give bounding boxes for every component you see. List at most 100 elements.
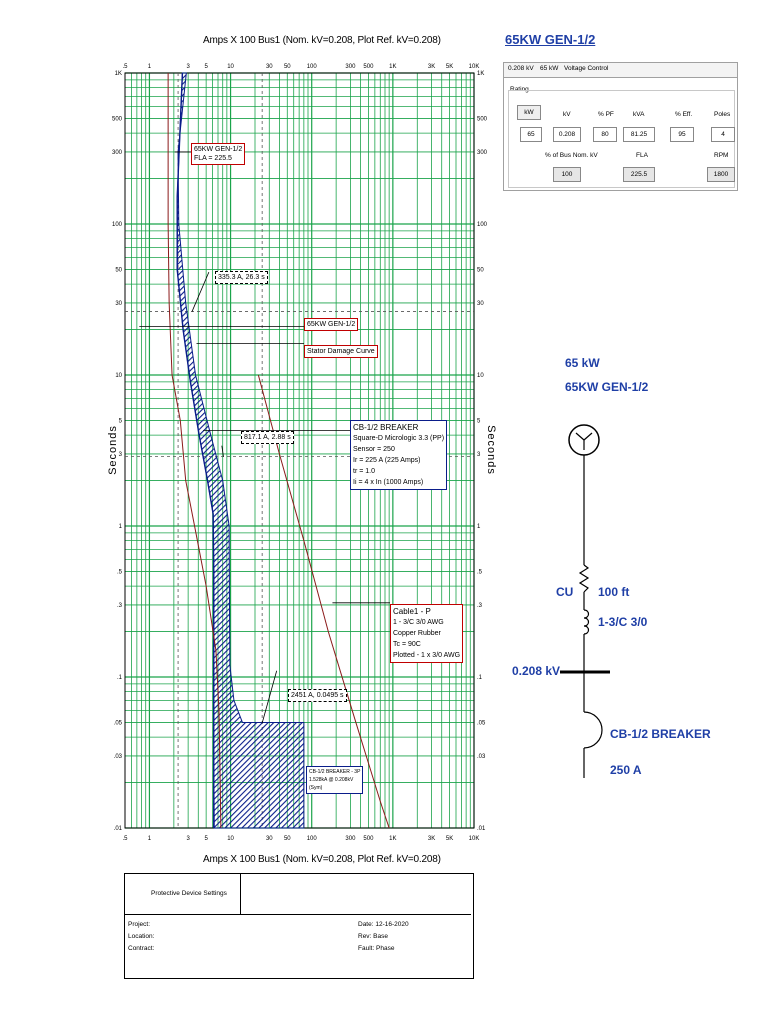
y-tick-label-left: 10 [115, 373, 122, 379]
generator-panel-title: 65KW GEN-1/2 [505, 32, 596, 47]
label-breaker-line6: Ii = 4 x In (1000 Amps) [353, 479, 424, 486]
label-breaker-line2: Square-D Micrologic 3.3 (PP) [353, 435, 445, 442]
x-tick-label-bottom: 30 [266, 836, 273, 842]
field-kva[interactable]: 81.25 [623, 127, 655, 142]
label-gen-fla-line1: 65KW GEN-1/2 [194, 146, 243, 153]
field-kv[interactable]: 0.208 [553, 127, 581, 142]
breaker-arc-icon [583, 711, 603, 749]
field-kw[interactable]: 65 [520, 127, 542, 142]
sld-cable-size: 1-3/C 3/0 [598, 615, 648, 629]
header-kv: kV [563, 111, 571, 118]
tab-voltage-control[interactable]: Voltage Control [564, 65, 609, 72]
x-tick-label-bottom: 1 [148, 836, 152, 842]
sub-header-rpm: RPM [714, 152, 729, 159]
x-tick-label-top: 5K [446, 64, 453, 70]
x-tick-label-top: 3 [186, 64, 190, 70]
field-fla: 225.5 [623, 167, 655, 182]
y-tick-label-left: 3 [119, 452, 123, 458]
y-tick-label-right: 1 [477, 524, 481, 530]
generator-symbol [568, 424, 600, 456]
x-tick-label-top: 30 [266, 64, 273, 70]
y-tick-label-left: 1 [119, 524, 123, 530]
y-tick-label-left: .3 [117, 603, 123, 609]
x-tick-label-top: 3K [428, 64, 435, 70]
x-tick-label-top: 5 [204, 64, 208, 70]
x-tick-label-top: 50 [284, 64, 291, 70]
label-breaker-3p: CB-1/2 BREAKER - 3P 1.528kA @ 0.208kV (S… [306, 766, 364, 794]
y-tick-label-left: .03 [114, 754, 123, 760]
x-tick-label-top: 500 [363, 64, 374, 70]
field-eff[interactable]: 95 [670, 127, 694, 142]
header-eff: % Eff. [675, 111, 693, 118]
y-tick-label-right: 300 [477, 150, 488, 156]
tcc-title-top: Amps X 100 Bus1 (Nom. kV=0.208, Plot Ref… [203, 35, 441, 46]
x-tick-label-bottom: 10K [469, 836, 480, 842]
label-breaker-3p-line2: 1.528kA @ 0.208kV [309, 777, 354, 783]
tab-kv[interactable]: 0.208 kV [508, 65, 534, 72]
x-tick-label-top: 100 [307, 64, 318, 70]
x-tick-label-bottom: 300 [345, 836, 356, 842]
label-gen-fla-line2: FLA = 225.5 [194, 155, 232, 162]
label-gen-fla: 65KW GEN-1/2 FLA = 225.5 [191, 143, 246, 165]
label-breaker: CB-1/2 BREAKER Square-D Micrologic 3.3 (… [350, 420, 448, 490]
y-tick-label-left: 50 [115, 267, 122, 273]
y-tick-label-left: 1K [115, 71, 122, 77]
title-block-date: Date: 12-16-2020 [358, 921, 409, 928]
x-tick-label-bottom: 3 [186, 836, 190, 842]
y-tick-label-right: 5 [477, 418, 481, 424]
field-bus-kv: 100 [553, 167, 581, 182]
rating-group [508, 90, 735, 188]
sld-cable-material: CU [556, 585, 574, 599]
y-tick-label-right: .05 [477, 720, 486, 726]
field-pf[interactable]: 80 [593, 127, 617, 142]
y-axis-label-right: Seconds [484, 425, 497, 475]
tab-kw[interactable]: 65 kW [540, 65, 559, 72]
sub-header-bus-kv: % of Bus Nom. kV [545, 152, 598, 159]
y-axis-label-left: Seconds [106, 425, 119, 475]
sld-gen-kw: 65 kW [565, 356, 600, 370]
label-breaker-3p-line1: CB-1/2 BREAKER - 3P [309, 769, 361, 775]
x-tick-label-bottom: 100 [307, 836, 318, 842]
y-tick-label-right: 30 [477, 301, 484, 307]
title-block-heading-box: Protective Device Settings [125, 874, 241, 914]
label-cable-line2: 1 - 3/C 3/0 AWG [393, 619, 444, 626]
x-tick-label-bottom: 10 [227, 836, 234, 842]
field-poles[interactable]: 4 [711, 127, 735, 142]
title-block-rev: Rev: Base [358, 933, 388, 940]
title-block-heading: Protective Device Settings [151, 890, 227, 897]
label-cable: Cable1 - P 1 - 3/C 3/0 AWG Copper Rubber… [390, 604, 464, 663]
sld-gen-name: 65KW GEN-1/2 [565, 380, 649, 394]
y-tick-label-right: .01 [477, 826, 486, 832]
label-stator: Stator Damage Curve [304, 345, 378, 358]
field-rpm: 1800 [707, 167, 735, 182]
label-cable-line5: Plotted - 1 x 3/0 AWG [393, 652, 461, 659]
y-tick-label-right: .5 [477, 569, 483, 575]
header-pf: % PF [598, 111, 614, 118]
y-tick-label-right: .3 [477, 603, 483, 609]
x-tick-label-top: 300 [345, 64, 356, 70]
sld-breaker-name: CB-1/2 BREAKER [610, 727, 711, 741]
label-gen-name: 65KW GEN-1/2 [304, 318, 359, 331]
y-tick-label-left: 500 [112, 116, 123, 122]
rating-group-label: Rating [510, 86, 529, 93]
y-tick-label-left: 5 [119, 418, 123, 424]
x-tick-label-top: 1K [389, 64, 396, 70]
y-tick-label-left: 100 [112, 222, 123, 228]
header-kw-button[interactable]: kW [517, 105, 541, 120]
title-block: Protective Device Settings Project: Loca… [124, 873, 474, 979]
stator-damage-curve [167, 73, 222, 829]
label-cable-line3: Copper Rubber [393, 630, 441, 637]
x-tick-label-top: 10K [469, 64, 480, 70]
point-2-leader [221, 445, 224, 457]
x-tick-label-bottom: 1K [389, 836, 396, 842]
label-breaker-line1: CB-1/2 BREAKER [353, 423, 419, 432]
label-breaker-3p-line3: (Sym) [309, 785, 323, 791]
y-tick-label-right: 3 [477, 452, 481, 458]
x-tick-label-top: 10 [227, 64, 234, 70]
label-breaker-line5: tr = 1.0 [353, 468, 375, 475]
header-poles: Poles [714, 111, 731, 118]
title-block-location: Location: [128, 933, 155, 940]
cable-impedance-icon [578, 564, 590, 593]
generator-editor-panel: 0.208 kV 65 kW Voltage Control Rating kW… [503, 62, 738, 191]
y-tick-label-right: 50 [477, 267, 484, 273]
